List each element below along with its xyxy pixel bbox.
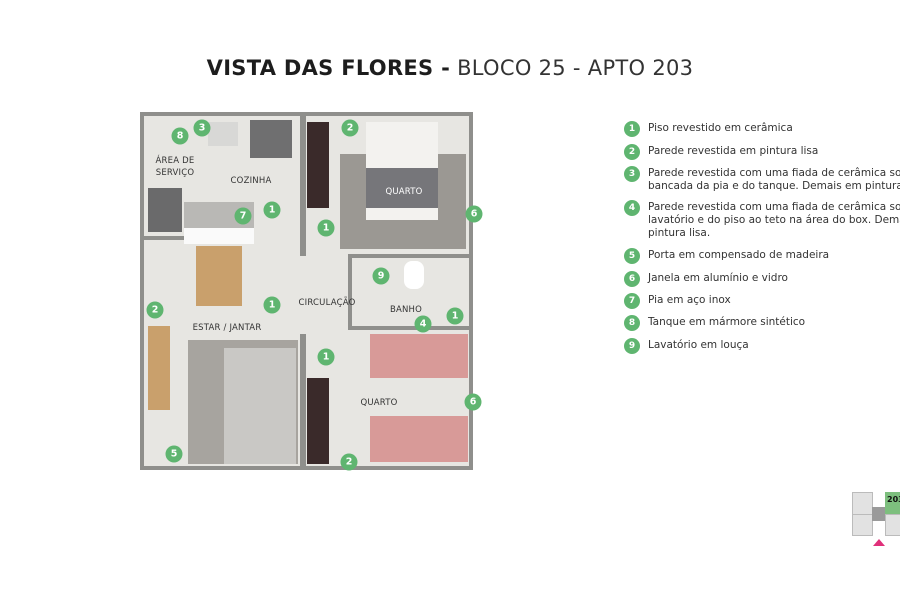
- page-title: VISTA DAS FLORES - BLOCO 25 - APTO 203: [0, 56, 900, 80]
- single-bed: [370, 416, 468, 462]
- wall: [348, 254, 352, 330]
- title-building: VISTA DAS FLORES -: [206, 56, 451, 80]
- legend-number: 6: [624, 271, 640, 287]
- legend-item: 4 Parede revestida com uma fiada de cerâm…: [624, 200, 900, 240]
- kitchen-counter: [184, 228, 254, 244]
- bed-blanket: [366, 168, 438, 208]
- room-label-cozinha: COZINHA: [230, 176, 272, 186]
- key-plan: 203: [852, 492, 900, 546]
- marker: 1: [263, 296, 281, 314]
- key-unit-highlight: 203: [885, 492, 900, 514]
- position-arrow-icon: [873, 539, 885, 546]
- marker: 1: [263, 201, 281, 219]
- marker: 2: [341, 119, 359, 137]
- key-unit: [852, 514, 873, 536]
- marker: 1: [446, 307, 464, 325]
- legend-text: Tanque em mármore sintético: [648, 316, 806, 328]
- wall: [300, 116, 306, 256]
- legend-number: 9: [624, 338, 640, 354]
- marker: 1: [317, 348, 335, 366]
- marker: 6: [465, 205, 483, 223]
- washing-machine: [148, 188, 182, 232]
- legend-number: 5: [624, 248, 640, 264]
- room-label-estar-jantar: ESTAR / JANTAR: [192, 323, 262, 333]
- key-stair: [872, 507, 885, 521]
- legend-number: 3: [624, 166, 640, 182]
- legend-item: 8 Tanque em mármore sintético: [624, 315, 806, 331]
- marker: 4: [414, 315, 432, 333]
- legend-number: 4: [624, 200, 640, 216]
- dining-table: [196, 246, 242, 306]
- marker: 3: [193, 119, 211, 137]
- legend-text: Porta em compensado de madeira: [648, 249, 830, 261]
- legend-text: Lavatório em louça: [648, 339, 749, 351]
- legend-number: 7: [624, 293, 640, 309]
- legend-text: Piso revestido em cerâmica: [648, 122, 793, 134]
- tv-stand: [148, 326, 170, 410]
- floor-plan: ÁREA DE SERVIÇO COZINHA QUARTO CIRCULAÇÃ…: [140, 112, 483, 471]
- sofa: [224, 348, 296, 464]
- legend-item: 5 Porta em compensado de madeira: [624, 248, 830, 264]
- wall: [300, 334, 306, 470]
- legend-text: Parede revestida com uma fiada de cerâmi…: [648, 201, 900, 239]
- single-bed: [370, 334, 468, 378]
- room-label-quarto: QUARTO: [385, 187, 423, 197]
- legend-item: 3 Parede revestida com uma fiada de cerâm…: [624, 166, 900, 193]
- marker: 2: [146, 301, 164, 319]
- marker: 6: [464, 393, 482, 411]
- legend-item: 9 Lavatório em louça: [624, 338, 749, 354]
- toilet: [404, 261, 424, 289]
- marker: 9: [372, 267, 390, 285]
- wardrobe: [307, 122, 329, 208]
- key-unit: [852, 492, 873, 516]
- legend-text: Pia em aço inox: [648, 294, 731, 306]
- title-unit: BLOCO 25 - APTO 203: [450, 56, 694, 80]
- refrigerator: [250, 120, 292, 158]
- room-label-quarto: QUARTO: [360, 398, 398, 408]
- legend-item: 7 Pia em aço inox: [624, 293, 731, 309]
- room-label-banho: BANHO: [389, 305, 423, 315]
- marker: 5: [165, 445, 183, 463]
- legend-number: 1: [624, 121, 640, 137]
- legend-number: 8: [624, 315, 640, 331]
- legend-text: Janela em alumínio e vidro: [648, 272, 788, 284]
- legend-text: Parede revestida com uma fiada de cerâmi…: [648, 167, 900, 192]
- room-label-area-servico: ÁREA DE SERVIÇO: [155, 156, 195, 178]
- legend-item: 6 Janela em alumínio e vidro: [624, 271, 788, 287]
- marker: 1: [317, 219, 335, 237]
- legend-number: 2: [624, 144, 640, 160]
- room-label-circulacao: CIRCULAÇÃO: [298, 298, 356, 308]
- legend-text: Parede revestida em pintura lisa: [648, 145, 819, 157]
- legend-item: 2 Parede revestida em pintura lisa: [624, 144, 819, 160]
- wall: [348, 326, 473, 330]
- marker: 8: [171, 127, 189, 145]
- marker: 2: [340, 453, 358, 471]
- legend-item: 1 Piso revestido em cerâmica: [624, 121, 793, 137]
- stove: [208, 122, 238, 146]
- wall: [348, 254, 473, 258]
- marker: 7: [234, 207, 252, 225]
- wardrobe: [307, 378, 329, 464]
- key-unit: [885, 514, 900, 536]
